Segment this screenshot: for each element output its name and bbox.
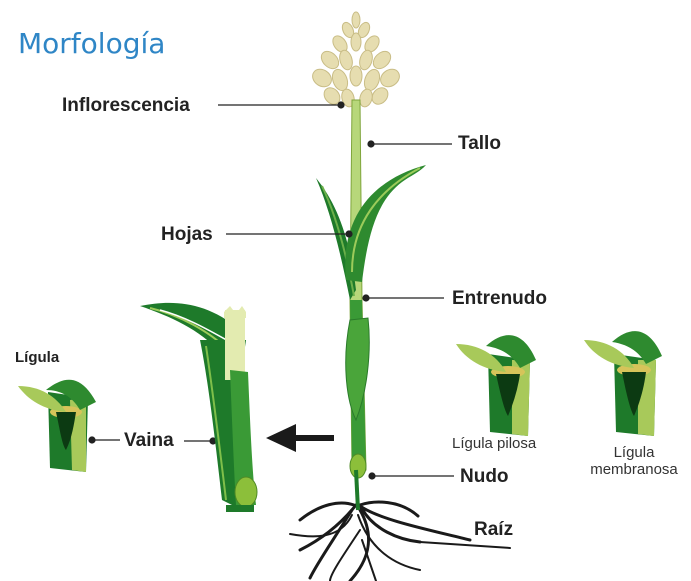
label-ligula: Lígula [15, 350, 59, 365]
sheath-zoom [140, 303, 257, 512]
leader-lines [89, 102, 454, 479]
label-ligula-membranosa: Lígula membranosa [578, 444, 690, 479]
label-raiz: Raíz [474, 520, 513, 539]
ligula-icon [18, 380, 96, 472]
sheath-leaf [346, 318, 370, 420]
root-icon [290, 502, 510, 581]
ligula-membranosa-icon [584, 331, 662, 436]
label-inflorescencia: Inflorescencia [62, 96, 190, 115]
label-entrenudo: Entrenudo [452, 289, 547, 308]
label-ligula-membranosa-line1: Lígula [578, 444, 690, 461]
label-nudo: Nudo [460, 467, 509, 486]
label-ligula-membranosa-line2: membranosa [578, 461, 690, 478]
arrow-left-icon [266, 424, 334, 452]
label-hojas: Hojas [161, 225, 213, 244]
inflorescence-icon [309, 12, 403, 108]
ligula-pilosa-icon [456, 335, 536, 436]
label-vaina: Vaina [124, 431, 174, 450]
label-ligula-pilosa: Lígula pilosa [452, 435, 536, 452]
label-tallo: Tallo [458, 134, 501, 153]
